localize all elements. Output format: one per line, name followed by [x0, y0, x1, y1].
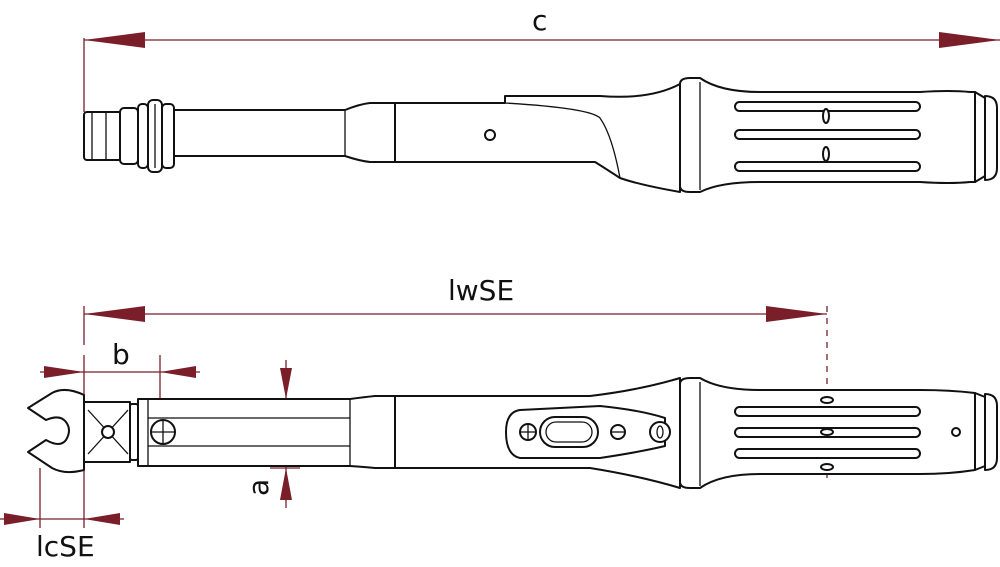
- dimension-label-c: c: [532, 4, 547, 37]
- wrench-shaft: [173, 83, 681, 193]
- square-drive-head: [83, 99, 175, 173]
- dimension-lcse: lcSE: [0, 468, 124, 563]
- dimension-label-b: b: [112, 338, 130, 371]
- wrench-handle: [679, 77, 998, 193]
- dimension-b: b: [40, 338, 200, 402]
- dimension-lwse: lwSE: [83, 274, 828, 478]
- wrench-handle-top: [679, 377, 998, 489]
- dimension-label-lwse: lwSE: [448, 274, 514, 307]
- dimension-c: c: [83, 4, 1000, 112]
- open-end-head: [27, 389, 139, 474]
- dimension-label-lcse: lcSE: [36, 530, 95, 563]
- dimension-label-a: a: [242, 479, 275, 496]
- control-panel: [505, 405, 671, 459]
- wrench-top-view: lwSE b a lcSE: [0, 274, 998, 563]
- wrench-side-view: c: [83, 4, 1000, 193]
